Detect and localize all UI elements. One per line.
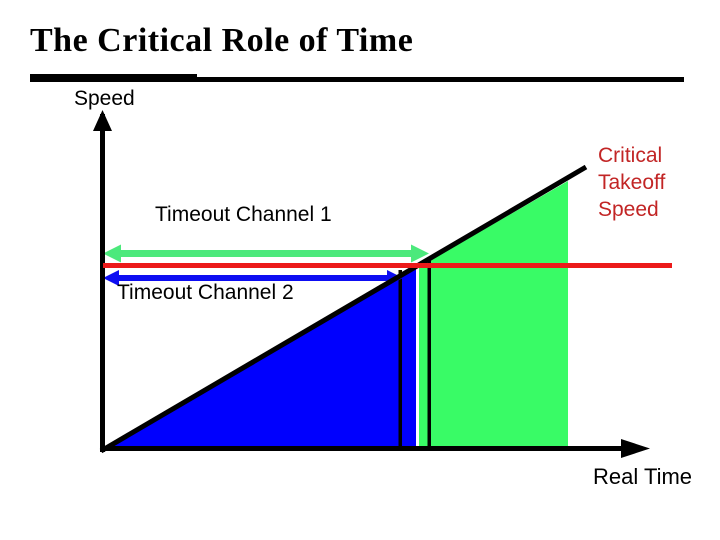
y-axis-line xyxy=(100,114,105,452)
y-axis-label: Speed xyxy=(74,87,135,110)
y-axis-arrowhead-icon xyxy=(93,110,112,131)
timeout-channel-2-arrow xyxy=(103,270,403,286)
vertical-marker-line-1 xyxy=(398,270,402,450)
x-axis-label: Real Time xyxy=(593,464,693,489)
diagonal-speed-line xyxy=(99,164,588,454)
title-underline-left xyxy=(30,74,197,82)
critical-speed-red-line xyxy=(103,263,672,268)
timeout-channel-1-arrow xyxy=(103,244,429,263)
timeout-channel-2-label: Timeout Channel 2 xyxy=(117,281,294,304)
x-axis-arrowhead-icon xyxy=(621,439,650,458)
title-underline-right xyxy=(197,77,684,82)
vertical-marker-line-2 xyxy=(427,258,431,450)
critical-takeoff-speed-label: Critical Takeoff Speed xyxy=(598,144,666,221)
x-axis-line xyxy=(100,446,623,451)
slide-title: The Critical Role of Time xyxy=(30,22,414,59)
timeout-channel-1-label: Timeout Channel 1 xyxy=(155,203,332,226)
green-takeoff-region xyxy=(419,181,568,447)
